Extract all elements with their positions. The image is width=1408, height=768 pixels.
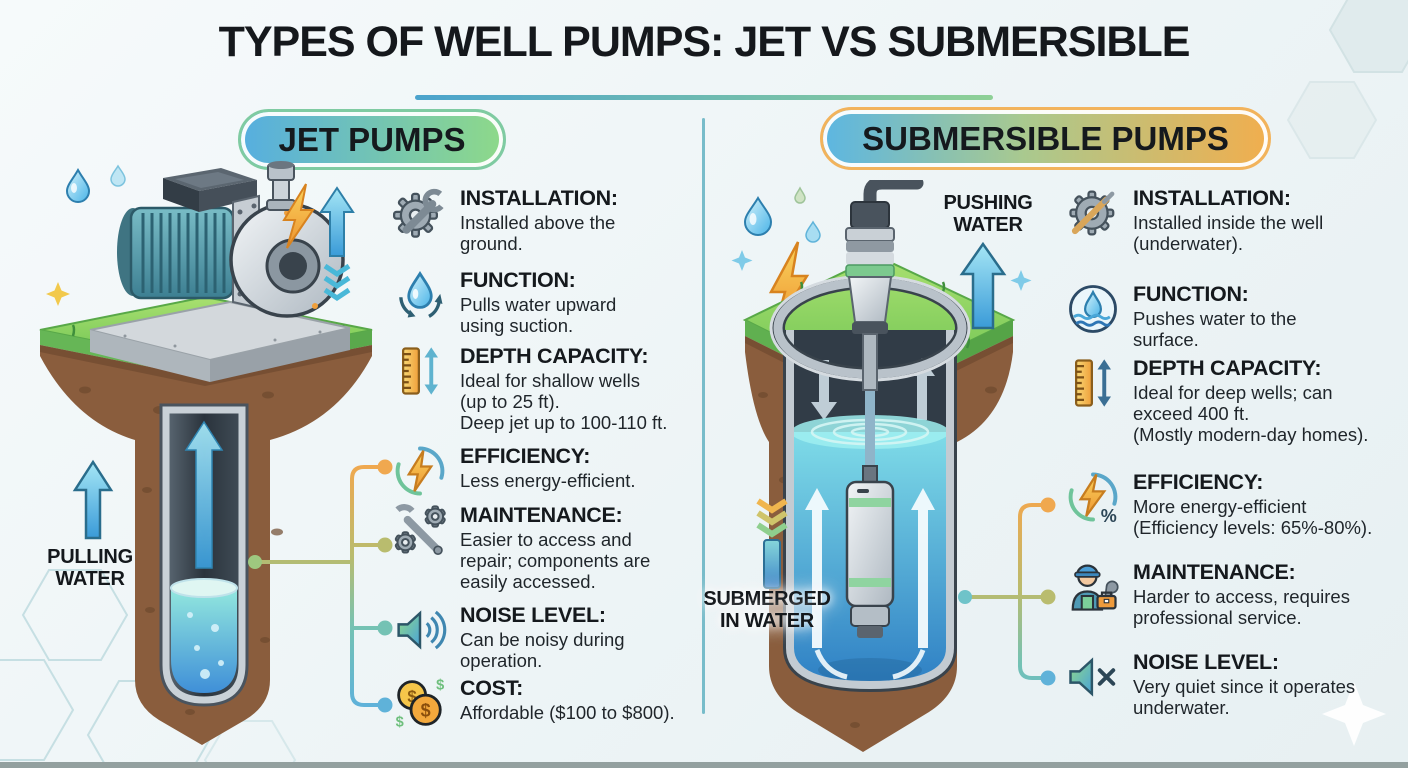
jet-pumps-header-label: JET PUMPS	[278, 120, 466, 158]
feature-text: Very quiet since it operates underwater.	[1133, 676, 1356, 718]
feature-text: Pushes water to the surface.	[1133, 308, 1297, 350]
feature-heading: MAINTENANCE:	[460, 503, 623, 527]
jet-connector-lines	[248, 459, 393, 713]
hexagon-decoration-top-right	[1286, 0, 1408, 159]
bottom-strip	[0, 762, 1408, 768]
feature-heading: NOISE LEVEL:	[460, 603, 606, 627]
coins-icon: $ $ $ $	[396, 678, 445, 731]
submersible-pumps-header-label: SUBMERSIBLE PUMPS	[862, 119, 1229, 157]
svg-text:$: $	[421, 701, 431, 721]
sparkle-icon	[46, 282, 70, 306]
feature-text: Easier to access and repair; components …	[460, 529, 651, 592]
jet-pump-machine	[117, 161, 345, 318]
feature-text: Installed inside the well (underwater).	[1133, 212, 1324, 254]
submersible-feature-noise: NOISE LEVEL: Very quiet since it operate…	[1066, 650, 1408, 719]
jet-feature-depth: DEPTH CAPACITY: Ideal for shallow wells …	[393, 344, 703, 434]
pump-head-above-ground	[845, 180, 924, 391]
svg-text:$: $	[396, 715, 404, 730]
gear-wrench-icon	[393, 188, 444, 238]
sparkle-icon	[731, 250, 753, 271]
jet-feature-efficiency: EFFICIENCY: Less energy-efficient.	[393, 444, 703, 498]
water-drops-icon	[743, 186, 821, 243]
pushing-water-arrow-icon	[959, 241, 1007, 330]
submersible-feature-function: FUNCTION: Pushes water to the surface.	[1066, 282, 1408, 351]
up-arrow-icon	[184, 420, 224, 569]
submersible-feature-installation: INSTALLATION: Installed inside the well …	[1066, 186, 1408, 255]
submersible-feature-depth: DEPTH CAPACITY: Ideal for deep wells; ca…	[1066, 356, 1408, 446]
depth-ruler-icon	[1075, 359, 1111, 407]
speaker-mute-icon	[1069, 657, 1116, 697]
jet-feature-function: FUNCTION: Pulls water upward using sucti…	[393, 268, 703, 337]
submersible-feature-maintenance: MAINTENANCE: Harder to access, requires …	[1066, 560, 1408, 629]
feature-heading: EFFICIENCY:	[460, 444, 591, 468]
jet-pumps-header: JET PUMPS	[238, 109, 506, 170]
pulling-water-label: PULLING WATER	[47, 546, 133, 590]
jet-feature-noise: NOISE LEVEL: Can be noisy during operati…	[393, 603, 703, 672]
pulling-water-arrow-icon	[72, 459, 114, 540]
feature-text: Harder to access, requires professional …	[1133, 586, 1350, 628]
feature-heading: INSTALLATION:	[460, 186, 618, 210]
svg-text:$: $	[407, 687, 417, 706]
page-title: TYPES OF WELL PUMPS: JET VS SUBMERSIBLE	[218, 18, 1191, 66]
wrench-gears-icon	[394, 504, 446, 556]
gear-screwdriver-icon	[1069, 190, 1115, 236]
jet-feature-maintenance: MAINTENANCE: Easier to access and repair…	[393, 503, 703, 593]
feature-heading: DEPTH CAPACITY:	[460, 344, 649, 368]
submerged-depth-indicator-icon	[756, 498, 788, 589]
up-arrow-icon	[319, 186, 355, 302]
feature-text: More energy-efficient (Efficiency levels…	[1133, 496, 1373, 538]
feature-text: Ideal for shallow wells (up to 25 ft). D…	[460, 370, 668, 433]
submersible-feature-efficiency: % EFFICIENCY: More energy-efficient (Eff…	[1066, 470, 1408, 539]
feature-heading: NOISE LEVEL:	[1133, 650, 1279, 674]
submersible-pump-unit	[845, 465, 895, 638]
water-drops-icon	[65, 164, 126, 203]
feature-heading: FUNCTION:	[460, 268, 576, 292]
submersible-connector-lines	[958, 497, 1056, 686]
column-divider	[702, 118, 705, 714]
feature-heading: DEPTH CAPACITY:	[1133, 356, 1322, 380]
submersible-pump-illustration	[731, 180, 1032, 752]
water-drop-cycle-icon	[399, 270, 443, 318]
feature-text: Installed above the ground.	[460, 212, 616, 254]
energy-bolt-percent-icon: %	[1068, 472, 1118, 524]
lightning-bolt-icon	[282, 183, 315, 249]
depth-ruler-icon	[402, 347, 438, 395]
feature-heading: MAINTENANCE:	[1133, 560, 1296, 584]
technician-icon	[1071, 564, 1119, 611]
feature-heading: INSTALLATION:	[1133, 186, 1291, 210]
sparkle-icon	[1010, 270, 1032, 291]
svg-text:$: $	[436, 678, 444, 694]
svg-text:%: %	[1101, 506, 1117, 524]
pushing-water-label: PUSHING WATER	[943, 192, 1033, 236]
title-underline	[415, 95, 993, 100]
jet-feature-installation: INSTALLATION: Installed above the ground…	[393, 186, 703, 255]
feature-heading: COST:	[460, 676, 524, 700]
feature-heading: FUNCTION:	[1133, 282, 1249, 306]
feature-text: Can be noisy during operation.	[460, 629, 625, 671]
submersible-pumps-header: SUBMERSIBLE PUMPS	[820, 107, 1271, 170]
water-drop-surface-icon	[1069, 285, 1117, 333]
submerged-in-water-label: SUBMERGED IN WATER	[703, 588, 831, 632]
feature-text: Less energy-efficient.	[460, 470, 636, 491]
jet-pump-illustration	[39, 161, 373, 745]
sparkle-decoration-bottom-right	[1322, 682, 1386, 746]
feature-text: Pulls water upward using suction.	[460, 294, 617, 336]
energy-bolt-icon	[395, 446, 445, 496]
jet-feature-cost: $ $ $ $ COST: Affordable ($100 to $800).	[393, 676, 703, 730]
feature-heading: EFFICIENCY:	[1133, 470, 1264, 494]
feature-text: Affordable ($100 to $800).	[460, 702, 675, 723]
speaker-sound-icon	[397, 610, 447, 650]
feature-text: Ideal for deep wells; can exceed 400 ft.…	[1133, 382, 1369, 445]
